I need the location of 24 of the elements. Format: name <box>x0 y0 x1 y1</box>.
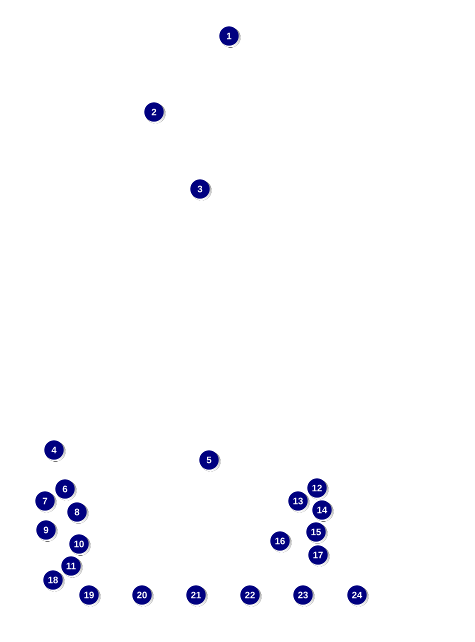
callout-number: 23 <box>293 585 314 606</box>
callout-number: 15 <box>306 522 328 544</box>
callout-number: 16 <box>270 531 292 552</box>
callout-number: 6 <box>55 479 76 500</box>
callout-number: 10 <box>69 534 90 556</box>
callout-number: 12 <box>307 478 328 500</box>
callout-number: 1 <box>219 26 240 48</box>
callout-number: 24 <box>347 585 368 606</box>
callout-number: 7 <box>35 491 56 512</box>
callout-number: 11 <box>61 556 82 578</box>
callout-number: 14 <box>312 500 334 522</box>
callout-number: 3 <box>190 179 212 200</box>
callout-number: 19 <box>79 585 100 606</box>
callout-number: 20 <box>132 585 154 606</box>
callout-number: 5 <box>199 450 220 472</box>
callout-number: 13 <box>288 491 310 512</box>
callout-number: 22 <box>240 585 262 606</box>
callout-number: 2 <box>144 102 166 124</box>
callout-number: 9 <box>36 520 58 542</box>
callout-number: 17 <box>308 545 330 566</box>
callout-number: 8 <box>67 502 88 524</box>
callout-number: 18 <box>43 570 64 592</box>
callout-number: 21 <box>186 585 208 606</box>
callout-number: 4 <box>44 440 66 462</box>
